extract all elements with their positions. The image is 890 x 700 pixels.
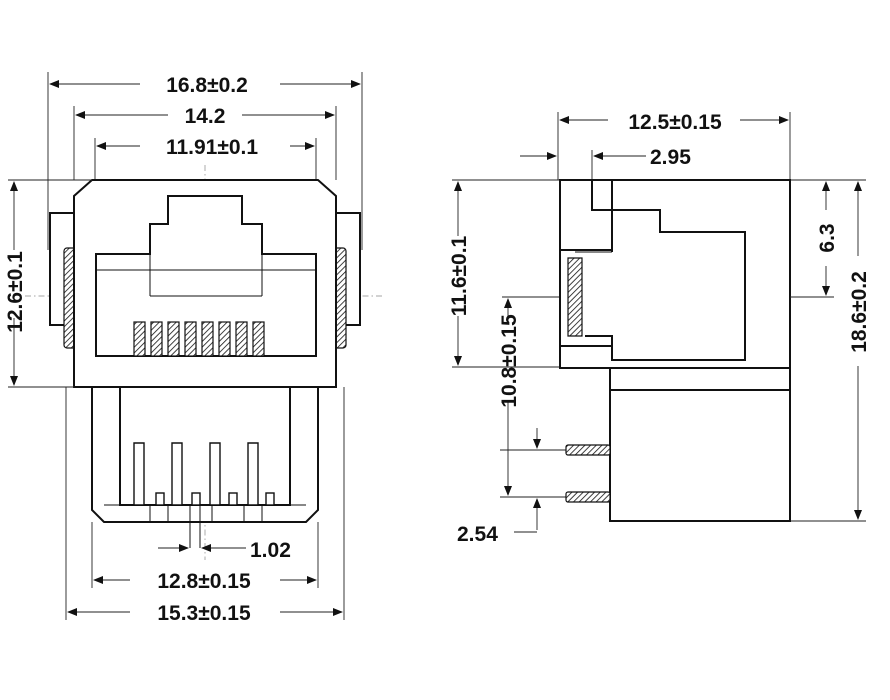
dim-inner-width: 14.2 [185,105,226,128]
side-view: 12.5±0.15 2.95 11.6±0.1 6.3 18.6±0.2 10.… [448,111,871,546]
dim-total-height: 18.6±0.2 [848,271,871,353]
dim-pin-spacing-label: 2.54 [457,523,498,546]
dim-latch-offset: 2.95 [650,146,691,169]
board-pins [133,442,275,548]
front-view: 16.8±0.2 14.2 11.91±0.1 12.6±0.1 1.02 12… [4,72,385,625]
contact-fingers [133,321,265,357]
dim-latch-height: 6.3 [816,223,839,252]
dim-overall-width: 16.8±0.2 [166,74,248,97]
dim-base-width: 15.3±0.15 [157,602,251,625]
dim-pin-pitch: 1.02 [250,539,291,562]
dim-opening-height: 11.6±0.1 [448,235,471,316]
dim-pin-height: 10.8±0.15 [498,314,521,408]
dim-depth: 12.5±0.15 [628,111,722,134]
dim-opening-width: 11.91±0.1 [166,136,258,159]
dim-board-width: 12.8±0.15 [157,570,251,593]
dim-body-height: 12.6±0.1 [4,251,27,333]
